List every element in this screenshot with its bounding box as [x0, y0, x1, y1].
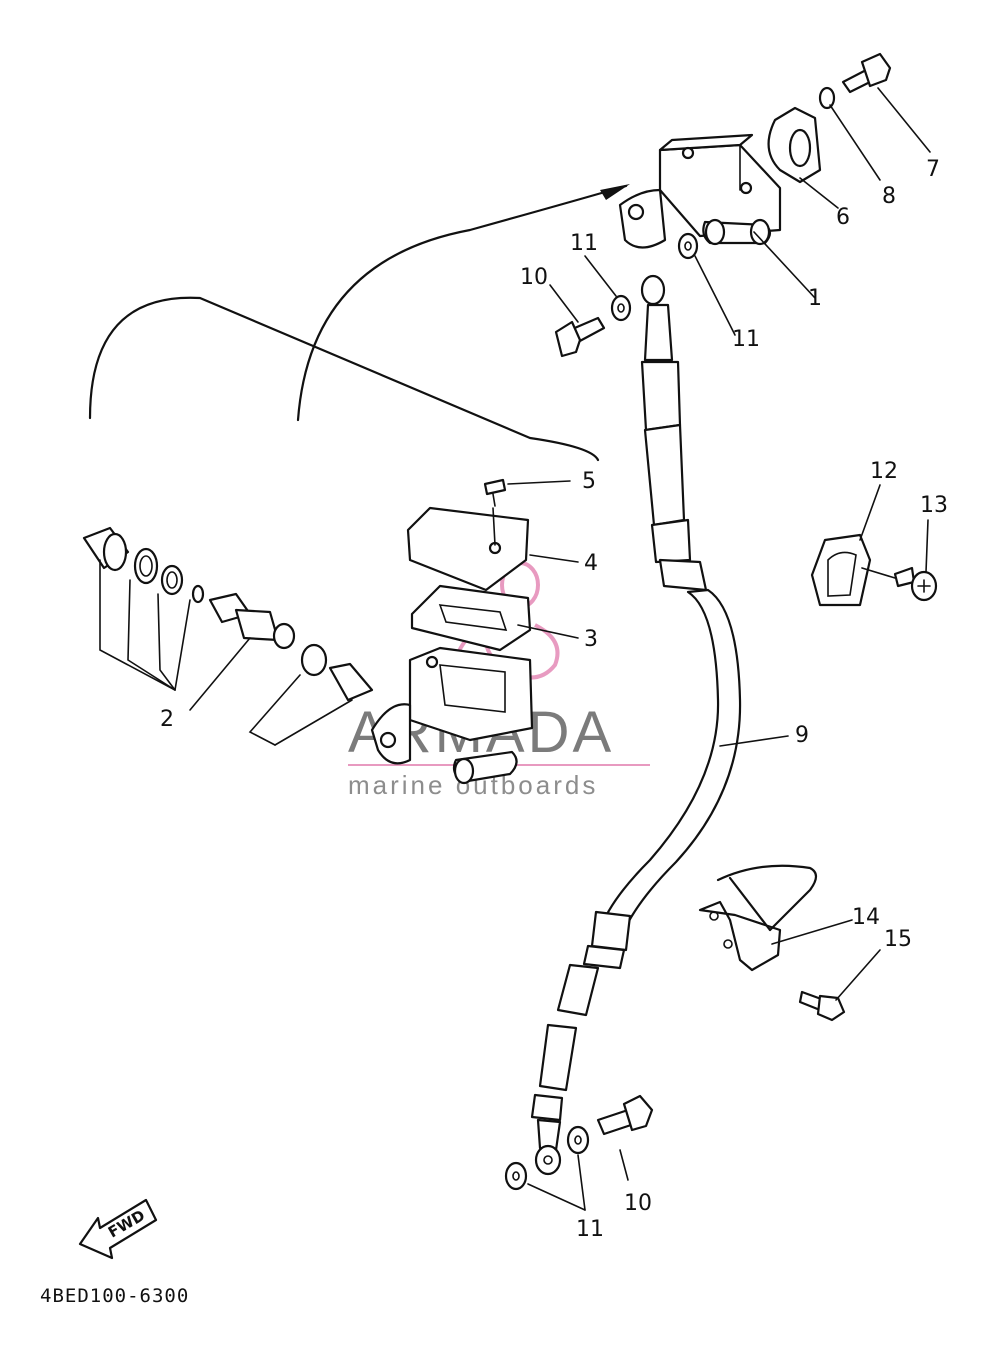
hose-clip [810, 533, 872, 607]
callout-2: 2 [160, 707, 174, 732]
bolt-10-bottom-icon [596, 1094, 654, 1136]
washer-11-icon [677, 232, 699, 260]
brake-hose [530, 274, 742, 1176]
diaphragm [410, 584, 532, 652]
callout-14: 14 [852, 905, 880, 930]
bolt-15-icon [798, 990, 846, 1022]
callout-11-top-left: 11 [570, 231, 598, 256]
washer-11-bottom-icon [504, 1161, 528, 1191]
washer-icon [818, 86, 836, 110]
callout-1: 1 [808, 286, 822, 311]
callout-12: 12 [870, 459, 898, 484]
master-cylinder-top [618, 133, 782, 249]
callout-5: 5 [582, 469, 596, 494]
piston-kit [82, 526, 374, 702]
bolt-10-top-icon [554, 316, 606, 358]
leader-lines [507, 87, 931, 1211]
callout-10-top: 10 [520, 265, 548, 290]
fwd-arrow-icon: FWD [78, 1198, 158, 1260]
callout-3: 3 [584, 627, 598, 652]
callout-13: 13 [920, 493, 948, 518]
callout-9: 9 [795, 723, 809, 748]
callout-8: 8 [882, 184, 896, 209]
arrow-head-icon [600, 184, 630, 200]
callout-7: 7 [926, 157, 940, 182]
callout-10-bottom: 10 [624, 1191, 652, 1216]
callout-11-top-right: 11 [732, 327, 760, 352]
screw-13-icon [893, 566, 938, 602]
washer-11-icon [610, 294, 632, 322]
screw-5-icon [483, 478, 507, 507]
hose-guide-bracket [698, 864, 818, 972]
reservoir-cap [406, 506, 530, 592]
callout-11-bottom: 11 [576, 1217, 604, 1242]
clamp-bracket [767, 106, 822, 184]
bolt-top-icon [841, 52, 892, 94]
callout-15: 15 [884, 927, 912, 952]
washer-11-bottom-icon [566, 1125, 590, 1155]
leader-lines-part-2 [99, 559, 353, 746]
callout-4: 4 [584, 551, 598, 576]
master-cylinder-detail [370, 506, 534, 785]
detail-bracket [88, 184, 630, 462]
diagram-code: 4BED100-6300 [40, 1285, 189, 1307]
callout-6: 6 [836, 205, 850, 230]
